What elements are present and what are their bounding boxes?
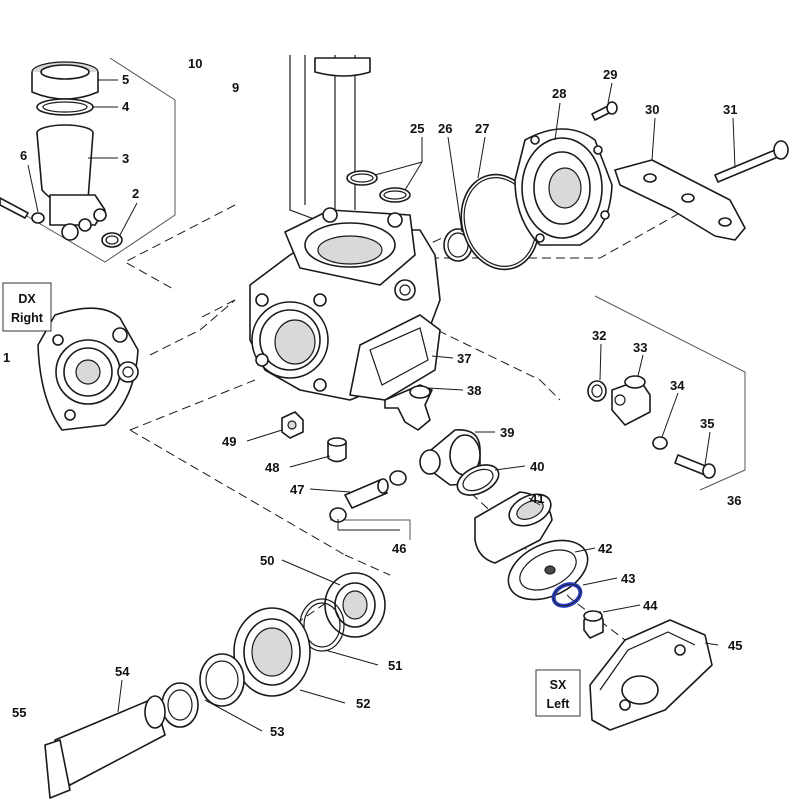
callout-55: 55 — [12, 705, 26, 720]
callout-33: 33 — [633, 340, 647, 355]
part-53-seals — [161, 653, 245, 728]
leader-lines — [27, 79, 736, 732]
part-45-left-cover — [589, 619, 713, 731]
sx-label: SX — [550, 678, 567, 692]
part-38-conrod — [384, 384, 433, 431]
callout-53: 53 — [270, 724, 284, 739]
callout-41: 41 — [530, 491, 544, 506]
callout-34: 34 — [670, 378, 685, 393]
callout-49: 49 — [222, 434, 236, 449]
callout-39: 39 — [500, 425, 514, 440]
callout-51: 51 — [388, 658, 402, 673]
callout-27: 27 — [475, 121, 489, 136]
group-outlines — [24, 57, 746, 540]
callout-40: 40 — [530, 459, 544, 474]
part-25-orings — [346, 170, 411, 203]
callout-6: 6 — [20, 148, 27, 163]
callout-37: 37 — [457, 351, 471, 366]
part-54-shaft — [44, 695, 166, 799]
part-5-cap — [31, 61, 99, 100]
part-43-washer-highlighted — [551, 582, 583, 608]
left-label: Left — [547, 697, 571, 711]
callout-29: 29 — [603, 67, 617, 82]
callout-50: 50 — [260, 553, 274, 568]
part-30-bracket — [614, 159, 746, 241]
part-44-screw — [583, 610, 604, 639]
callout-4: 4 — [122, 99, 130, 114]
callout-numbers: 5 4 3 6 2 1 9 10 25 26 27 28 29 30 31 32… — [3, 56, 742, 739]
part-34-washer — [652, 436, 668, 450]
callout-32: 32 — [592, 328, 606, 343]
callout-38: 38 — [467, 383, 481, 398]
main-pump-body — [249, 207, 441, 401]
callout-54: 54 — [115, 664, 130, 679]
callout-35: 35 — [700, 416, 714, 431]
part-35-screw — [674, 454, 716, 479]
callout-47: 47 — [290, 482, 304, 497]
part-49-nut — [281, 411, 304, 439]
sx-left-box: SX Left — [535, 669, 581, 717]
callout-3: 3 — [122, 151, 129, 166]
part-2-oring — [101, 232, 123, 248]
callout-28: 28 — [552, 86, 566, 101]
part-41-liner — [474, 491, 553, 564]
dx-right-box: DX Right — [2, 282, 52, 332]
callout-10: 10 — [188, 56, 202, 71]
part-4-ring — [36, 98, 94, 116]
callout-48: 48 — [265, 460, 279, 475]
callout-30: 30 — [645, 102, 659, 117]
part-3-cup — [36, 124, 107, 241]
part-28-head — [514, 128, 613, 246]
callout-25: 25 — [410, 121, 424, 136]
callout-36: 36 — [727, 493, 741, 508]
part-1-right-cover — [37, 307, 139, 431]
part-32-oring — [587, 380, 607, 402]
callout-44: 44 — [643, 598, 658, 613]
callout-26: 26 — [438, 121, 452, 136]
callout-2: 2 — [132, 186, 139, 201]
right-label: Right — [11, 311, 44, 325]
part-31-bolt — [714, 140, 789, 183]
callout-43: 43 — [621, 571, 635, 586]
part-40-ring — [456, 464, 500, 496]
callout-52: 52 — [356, 696, 370, 711]
callout-45: 45 — [728, 638, 742, 653]
part-9-column — [289, 55, 371, 226]
callout-1: 1 — [3, 350, 10, 365]
part-33-fitting — [611, 375, 651, 426]
callout-9: 9 — [232, 80, 239, 95]
part-46-pin-assembly — [329, 470, 407, 523]
dx-label: DX — [18, 292, 36, 306]
part-48-plug — [327, 437, 347, 463]
callout-42: 42 — [598, 541, 612, 556]
part-52-bearing — [233, 607, 311, 697]
callout-5: 5 — [122, 72, 129, 87]
part-29-screw — [591, 101, 618, 121]
part-6-screw — [0, 197, 45, 224]
callout-31: 31 — [723, 102, 737, 117]
callout-46: 46 — [392, 541, 406, 556]
